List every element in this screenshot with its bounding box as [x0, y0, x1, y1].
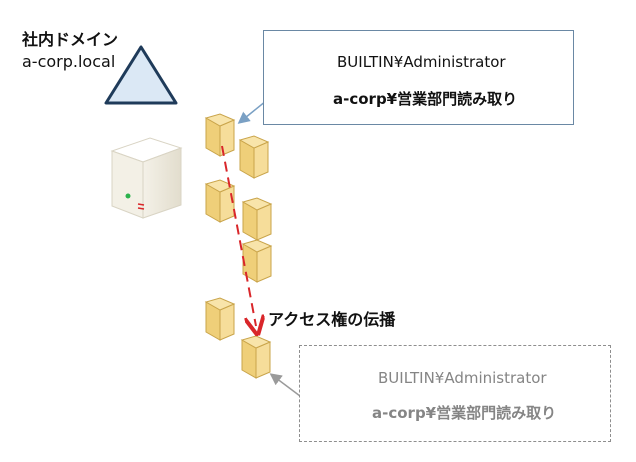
folder-icon: [239, 135, 269, 179]
domain-triangle-icon: [104, 45, 178, 105]
callout-line-bottom: [269, 373, 301, 397]
folder-icon: [205, 297, 235, 341]
acl-box-propagated: [299, 345, 611, 442]
acl-entry-sales-read: a-corp¥営業部門読み取り: [333, 90, 518, 108]
file-server-icon: [110, 137, 183, 219]
propagation-arrow: [221, 145, 256, 326]
folder-icon: [241, 335, 271, 379]
acl-entry-sales-read: a-corp¥営業部門読み取り: [372, 404, 557, 422]
acl-entry-administrator: BUILTIN¥Administrator: [378, 369, 547, 387]
domain-title: 社内ドメイン: [22, 30, 119, 49]
domain-name: a-corp.local: [22, 52, 116, 71]
propagation-label: アクセス権の伝播: [268, 310, 396, 329]
acl-box-original: [263, 30, 574, 125]
callout-line-top: [237, 100, 267, 124]
folder-icon: [205, 113, 235, 157]
folder-icon: [242, 197, 272, 241]
acl-entry-administrator: BUILTIN¥Administrator: [337, 53, 506, 71]
